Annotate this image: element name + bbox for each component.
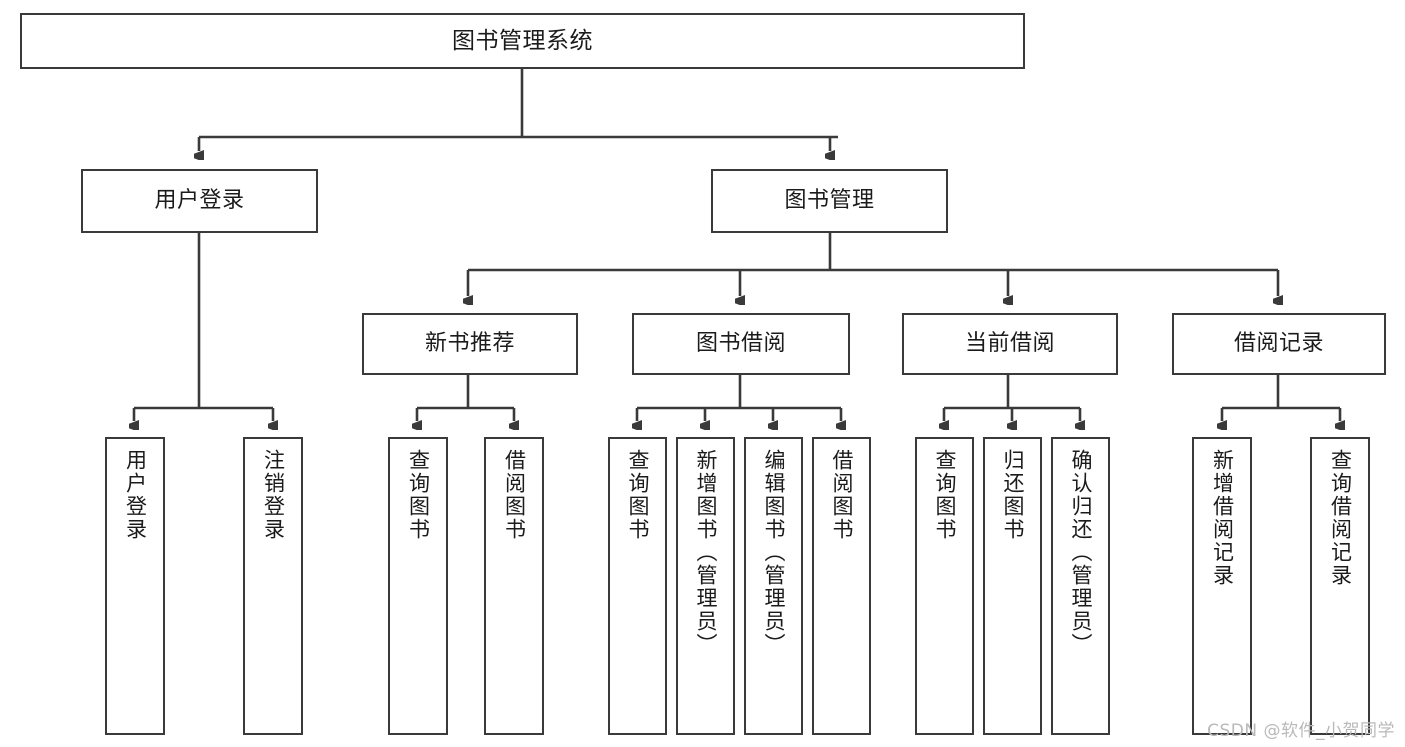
node-new-book-recommend-label: 新书推荐 [424, 331, 515, 357]
node-leaf-borrow-book-2-label: 借阅图书 [830, 449, 854, 541]
node-leaf-query-record-label: 查询借阅记录 [1328, 449, 1353, 587]
node-leaf-confirm-return-label: 确认归还（管理员） [1069, 449, 1093, 656]
node-user-login[interactable]: 用户登录 [81, 169, 318, 233]
node-leaf-add-book-label: 新增图书（管理员） [694, 449, 718, 656]
node-borrow-record-label: 借阅记录 [1233, 331, 1324, 357]
node-current-borrow-label: 当前借阅 [964, 331, 1055, 357]
node-book-management[interactable]: 图书管理 [711, 169, 948, 233]
node-leaf-add-record[interactable]: 新增借阅记录 [1192, 437, 1252, 735]
node-leaf-borrow-book-2[interactable]: 借阅图书 [812, 437, 871, 735]
node-leaf-return-book-label: 归还图书 [1001, 449, 1025, 541]
node-leaf-user-login-label: 用户登录 [123, 449, 148, 541]
node-leaf-query-book-2[interactable]: 查询图书 [608, 437, 667, 735]
node-leaf-return-book[interactable]: 归还图书 [983, 437, 1042, 735]
node-leaf-query-book-3[interactable]: 查询图书 [915, 437, 974, 735]
node-leaf-borrow-book-1-label: 借阅图书 [502, 449, 527, 541]
node-leaf-query-book-2-label: 查询图书 [626, 449, 650, 541]
node-current-borrow[interactable]: 当前借阅 [902, 313, 1118, 375]
node-leaf-query-book-3-label: 查询图书 [933, 449, 957, 541]
node-leaf-logout-label: 注销登录 [261, 449, 286, 541]
node-new-book-recommend[interactable]: 新书推荐 [362, 313, 578, 375]
node-book-borrow[interactable]: 图书借阅 [632, 313, 850, 375]
node-leaf-add-book[interactable]: 新增图书（管理员） [676, 437, 735, 735]
csdn-watermark: CSDN @软件_小贺同学 [1207, 721, 1395, 741]
node-leaf-add-record-label: 新增借阅记录 [1210, 449, 1235, 587]
node-leaf-confirm-return[interactable]: 确认归还（管理员） [1051, 437, 1110, 735]
node-leaf-query-book-1[interactable]: 查询图书 [388, 437, 448, 735]
node-leaf-user-login[interactable]: 用户登录 [105, 437, 165, 735]
node-leaf-edit-book[interactable]: 编辑图书（管理员） [744, 437, 803, 735]
node-book-borrow-label: 图书借阅 [695, 331, 786, 357]
node-leaf-query-book-1-label: 查询图书 [406, 449, 431, 541]
node-leaf-borrow-book-1[interactable]: 借阅图书 [484, 437, 544, 735]
node-leaf-logout[interactable]: 注销登录 [243, 437, 303, 735]
node-leaf-query-record[interactable]: 查询借阅记录 [1310, 437, 1370, 735]
node-borrow-record[interactable]: 借阅记录 [1172, 313, 1386, 375]
node-root[interactable]: 图书管理系统 [20, 13, 1025, 69]
node-user-login-label: 用户登录 [154, 188, 245, 214]
node-leaf-edit-book-label: 编辑图书（管理员） [762, 449, 786, 656]
node-book-management-label: 图书管理 [784, 188, 875, 214]
node-root-label: 图书管理系统 [452, 27, 593, 54]
